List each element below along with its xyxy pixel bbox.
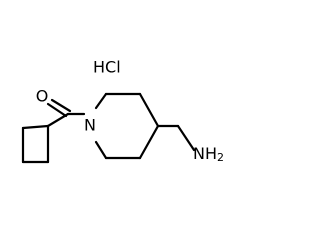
amine-h-label: H [205, 144, 217, 163]
molecule-structure: HCl O N NH2 [21, 58, 224, 165]
nitrogen-label: N [84, 116, 96, 135]
piperidine-bond-1 [94, 92, 108, 110]
carbonyl-double-bond-b [50, 98, 72, 113]
amine-n-label: N [193, 144, 205, 163]
carbonyl-double-bond-a [46, 102, 68, 118]
piperidine-bond-3 [138, 92, 160, 128]
cyclobutyl-bond-1 [21, 124, 50, 130]
amine-h-count: 2 [217, 151, 224, 164]
oxygen-label: O [36, 87, 49, 106]
salt-label: HCl [93, 58, 121, 77]
amine-label: NH2 [193, 144, 224, 165]
piperidine-bond-4 [138, 124, 160, 160]
piperidine-bond-6 [94, 140, 108, 160]
ch2-amine-bond [176, 124, 196, 152]
